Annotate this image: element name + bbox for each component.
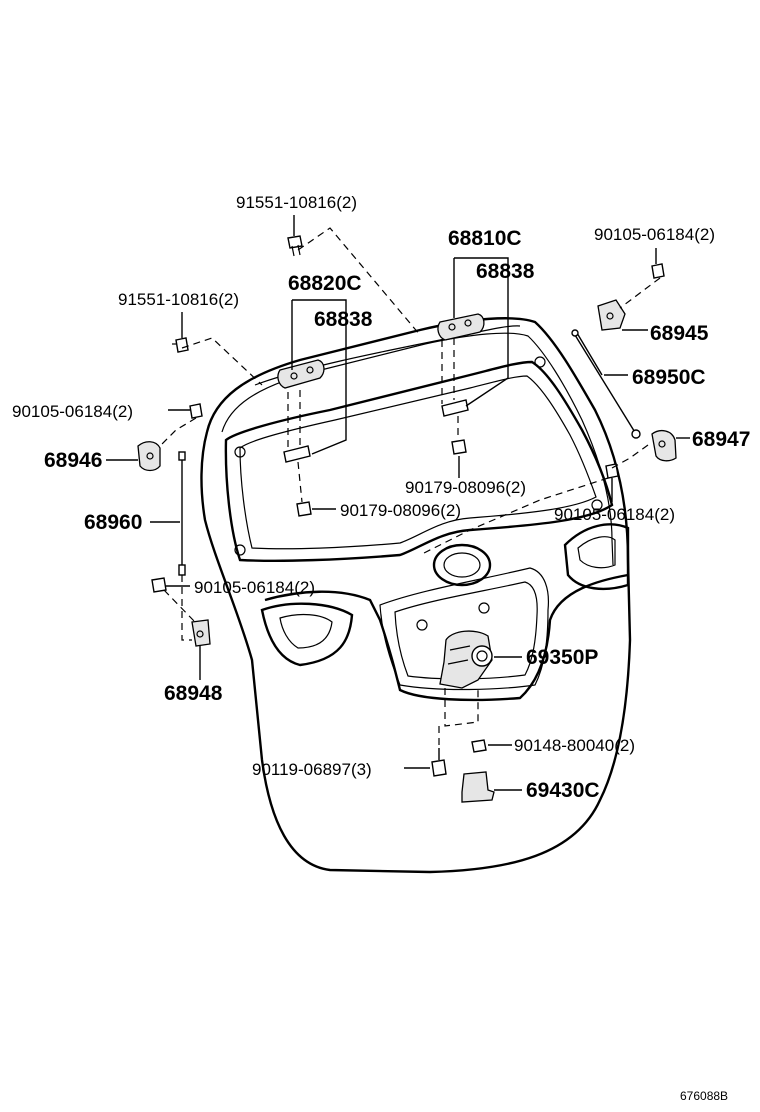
label-68950C: 68950C: [632, 366, 706, 389]
bolt-90119: [431, 748, 447, 777]
bolt-90105-left: [189, 403, 203, 419]
leader-lines: [106, 215, 690, 791]
bolt-91551-upper: [287, 235, 303, 257]
label-90119: 90119-06897(3): [252, 760, 372, 779]
stay-right-68950C: [571, 329, 641, 439]
lock-69350P: [439, 630, 493, 689]
label-90105-left: 90105-06184(2): [12, 402, 133, 421]
label-90105-lower-left: 90105-06184(2): [194, 578, 315, 597]
bracket-68946: [137, 441, 161, 472]
label-91551-lower: 91551-10816(2): [118, 290, 239, 309]
bracket-68947: [651, 429, 677, 462]
figure-code: 676088B: [680, 1089, 728, 1103]
bracket-68945: [597, 299, 626, 331]
label-68838-right: 68838: [476, 260, 535, 283]
label-68948: 68948: [164, 682, 223, 705]
label-68945: 68945: [650, 322, 709, 345]
label-90179-center: 90179-08096(2): [405, 478, 526, 497]
hinge-nut-left: [296, 501, 312, 517]
screw-90148: [471, 739, 487, 753]
label-68810C: 68810C: [448, 227, 522, 250]
label-68947: 68947: [692, 428, 750, 451]
label-69430C: 69430C: [526, 779, 600, 802]
stay-left-68960: [178, 451, 186, 576]
bolt-90105-lower-left: [151, 577, 167, 593]
hinge-left: [277, 359, 325, 463]
bolt-91551-lower: [172, 337, 189, 353]
bolt-90105-right: [605, 463, 619, 479]
label-68838-left: 68838: [314, 308, 373, 331]
label-68820C: 68820C: [288, 272, 362, 295]
bracket-68948: [191, 619, 211, 647]
label-90148: 90148-80040(2): [514, 736, 635, 755]
label-68946: 68946: [44, 449, 102, 472]
hinge-right: [437, 313, 485, 455]
label-90105-top: 90105-06184(2): [594, 225, 715, 244]
label-90105-right: 90105-06184(2): [554, 505, 675, 524]
label-68960: 68960: [84, 511, 142, 534]
bolt-90105-top: [651, 263, 665, 279]
label-91551-upper: 91551-10816(2): [236, 193, 357, 212]
striker-69430C: [461, 771, 495, 803]
assembly-dashed-lines: [159, 227, 661, 748]
label-90179-left: 90179-08096(2): [340, 501, 461, 520]
label-69350P: 69350P: [526, 646, 598, 669]
